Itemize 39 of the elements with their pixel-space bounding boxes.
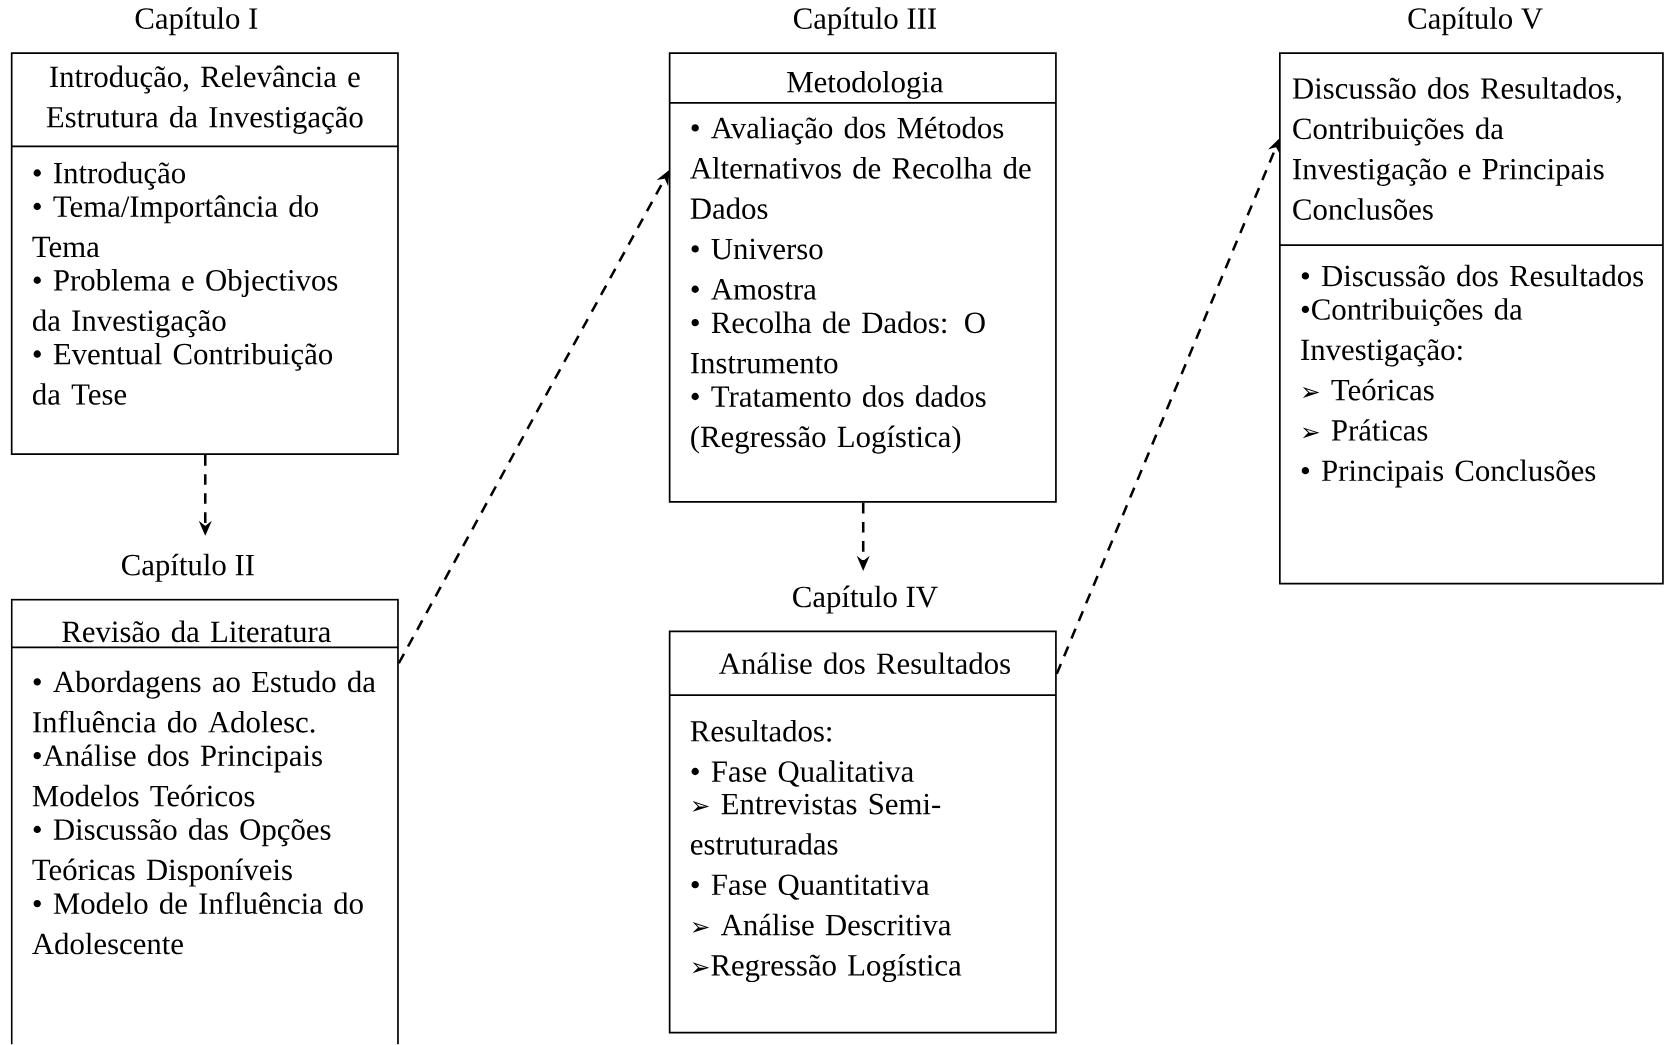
list-item: ➢ Práticas (1302, 419, 1428, 441)
list-item: ➢ Entrevistas Semi-estruturadas (691, 793, 941, 855)
box-heading: Introdução, Relevância e Estrutura da Investigação (46, 65, 363, 134)
list-item: • Abordagens ao Estudo da Influência do Adolesc. (33, 670, 376, 733)
list-item: • Introdução (33, 161, 186, 190)
chapter-label: Capítulo II (122, 553, 254, 582)
list-item: •Contribuições da Investigação: (1301, 298, 1523, 367)
list-item: ➢ Análise Descritiva (692, 913, 951, 936)
chapter-label: Capítulo III (793, 7, 937, 36)
list-item: • Discussão dos Resultados (1301, 264, 1644, 287)
list-item: • Discussão das Opções Teóricas Disponíveis (32, 818, 331, 887)
chapter-label: Capítulo I (135, 7, 258, 36)
list-item: • Modelo de Influência do Adolescente (32, 891, 363, 955)
box-heading: Metodologia (787, 70, 944, 99)
chapter-label: Capítulo V (1408, 7, 1543, 36)
list-item: • Fase Quantitativa (691, 874, 930, 900)
chapter-label: Capítulo IV (793, 585, 938, 614)
chapter-box (668, 630, 1057, 1034)
list-item: • Universo (691, 238, 823, 260)
chapter-box (10, 598, 399, 1045)
list-item: • Principais Conclusões (1301, 459, 1596, 488)
list-item: Resultados: (690, 719, 831, 742)
list-item: • Avaliação dos Métodos Alternativos de Recolha de Dados (690, 116, 1031, 219)
chapter-box (668, 52, 1057, 503)
list-item: •Análise dos Principais Modelos Teóricos (32, 744, 322, 807)
list-item: ➢ Teóricas (1302, 378, 1434, 401)
box-heading: Discussão dos Resultados, Contribuições da Investigação e Principais Conclusões (1292, 77, 1621, 220)
chapter-box (1279, 52, 1664, 585)
list-item: • Problema e Objectivos da Investigação (33, 268, 338, 338)
box-heading: Análise dos Resultados (719, 652, 1010, 674)
list-item: • Recolha de Dados: O Instrumento (690, 311, 985, 374)
list-item: • Amostra (691, 278, 817, 300)
chapter-box (10, 52, 399, 455)
list-item: • Tratamento dos dados (Regressão Logística) (691, 385, 986, 454)
list-item: • Tema/Importância do Tema (32, 195, 318, 258)
list-item: ➢Regressão Logística (692, 953, 962, 982)
box-heading: Revisão da Literatura (62, 620, 331, 643)
list-item: • Eventual Contribuição da Tese (33, 342, 333, 405)
list-item: • Fase Qualitativa (691, 760, 914, 787)
